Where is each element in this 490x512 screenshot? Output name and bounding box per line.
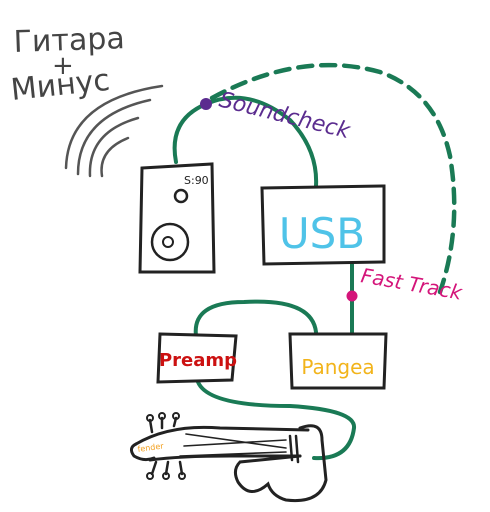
pangea-label: Pangea [301, 355, 374, 379]
pangea-box [288, 332, 388, 390]
usb-node: USB [260, 184, 386, 266]
connector-mid-label: Fast Track [359, 263, 465, 305]
connector-mid-dot [346, 290, 358, 302]
guitar-brand-label: fender [137, 441, 165, 454]
cable-preamp-guitar [196, 380, 356, 461]
speaker-tweeter-icon [173, 188, 189, 204]
cable-usb [204, 95, 319, 188]
cable-preamp-pangea [193, 299, 318, 338]
preamp-label: Preamp [159, 350, 237, 371]
pangea-node: Pangea [288, 332, 388, 390]
title-line2: Минус [9, 63, 111, 108]
speaker: S:90 [138, 162, 216, 274]
usb-label: USB [279, 209, 365, 258]
connector-top-dot [200, 98, 212, 110]
guitar-icon [129, 412, 328, 503]
sound-waves-icon [64, 84, 164, 178]
title-plus: + [52, 51, 74, 81]
connector-top-label: Soundcheck [217, 88, 354, 145]
guitar-neck [134, 425, 310, 446]
usb-box [260, 184, 386, 266]
speaker-label: S:90 [184, 174, 209, 187]
preamp-node: Preamp [156, 332, 238, 384]
guitar-body [233, 424, 328, 503]
title-line1: Гитара [13, 21, 125, 60]
preamp-box [156, 332, 238, 384]
cable-dashed-loop [209, 62, 457, 295]
cable-speaker [172, 102, 208, 164]
